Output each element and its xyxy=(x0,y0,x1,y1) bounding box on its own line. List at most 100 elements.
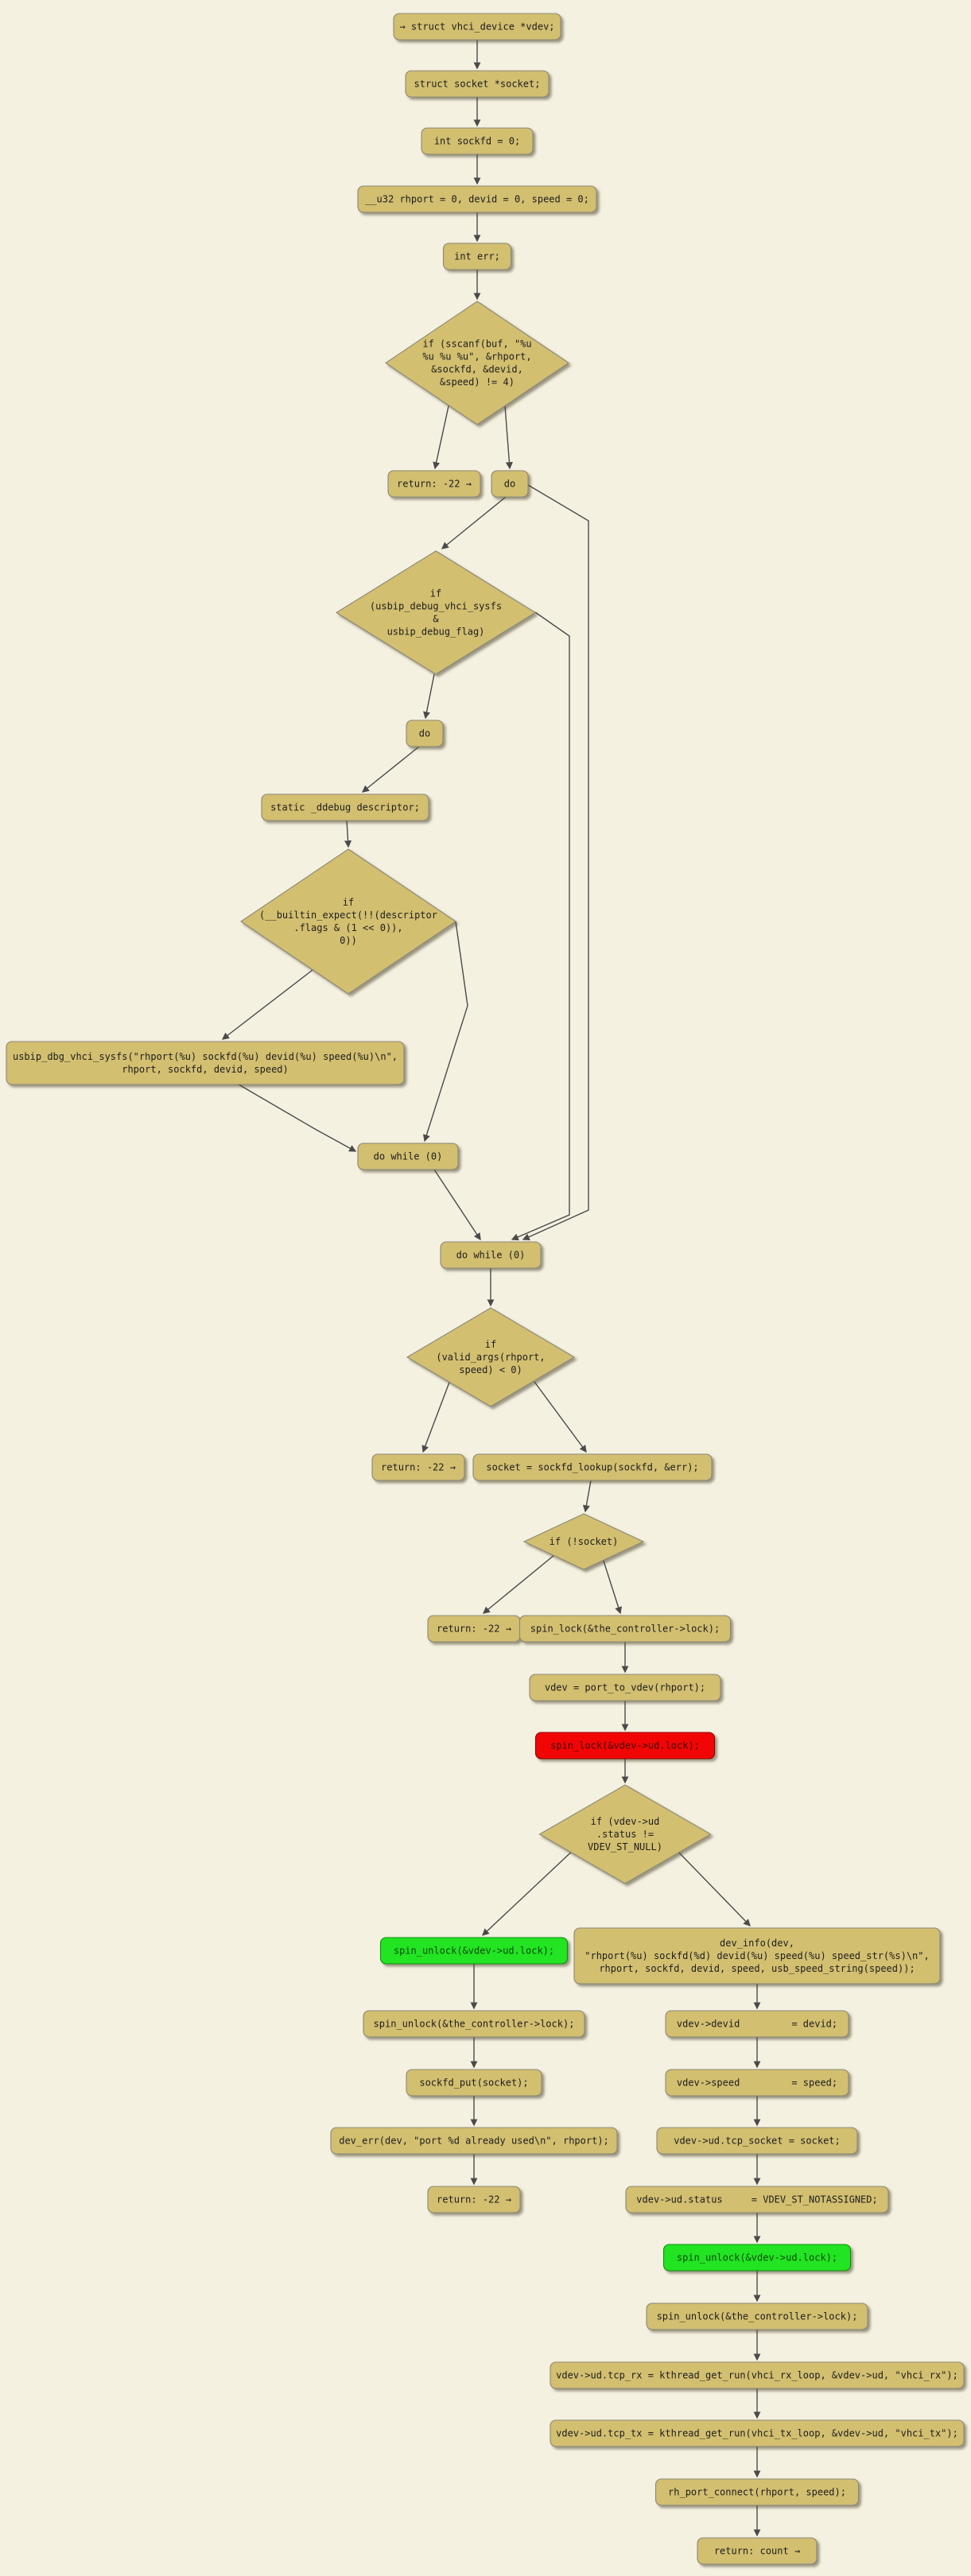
statement-shape xyxy=(379,1937,569,1965)
node-label: do xyxy=(504,479,515,490)
flow-node-do-while-inner: do while (0) xyxy=(357,1143,459,1170)
edges-layer xyxy=(221,40,761,2537)
statement-shape xyxy=(550,2419,965,2447)
flow-node-kthread-rx: vdev->ud.tcp_rx = kthread_get_run(vhci_r… xyxy=(550,2361,965,2389)
edge-do-outer--if-debug-flag xyxy=(441,496,507,549)
node-label: do while (0) xyxy=(456,1250,526,1261)
statement-shape xyxy=(357,1143,459,1170)
flow-node-call-dev-err: dev_err(dev, "port %d already used\n", r… xyxy=(330,2127,618,2155)
flow-node-do-inner: do xyxy=(406,720,444,747)
flow-node-kthread-tx: vdev->ud.tcp_tx = kthread_get_run(vhci_t… xyxy=(550,2419,965,2447)
statement-shape xyxy=(529,1674,721,1701)
node-label: usbip_dbg_vhci_sysfs("rhport(%u) sockfd(… xyxy=(13,1051,398,1075)
flow-node-decl-socket: struct socket *socket; xyxy=(405,70,550,98)
node-label: return: -22 → xyxy=(437,2194,511,2206)
flow-node-if-debug-flag: if(usbip_debug_vhci_sysfs&usbip_debug_fl… xyxy=(335,550,537,675)
node-label: vdev->ud.tcp_socket = socket; xyxy=(674,2136,841,2147)
node-label: → struct vhci_device *vdev; xyxy=(399,21,554,33)
statement-shape xyxy=(665,2069,849,2097)
flow-node-spin-lock-controller: spin_lock(&the_controller->lock); xyxy=(519,1615,732,1643)
edge-if-valid-args--return-einval-2 xyxy=(421,1379,451,1453)
edge-do-inner--static-ddebug xyxy=(361,746,420,793)
node-label: vdev->ud.tcp_tx = kthread_get_run(vhci_t… xyxy=(556,2428,958,2439)
flow-node-static-ddebug: static _ddebug descriptor; xyxy=(261,793,429,821)
flow-node-if-valid-args: if(valid_args(rhport,speed) < 0) xyxy=(406,1307,576,1407)
flow-node-assign-status: vdev->ud.status = VDEV_ST_NOTASSIGNED; xyxy=(625,2186,889,2213)
statement-shape xyxy=(442,242,512,270)
flow-node-if-builtin-expect: if(__builtin_expect(!!(descriptor.flags … xyxy=(240,848,456,995)
node-label: dev_err(dev, "port %d already used\n", r… xyxy=(339,2136,609,2147)
edge-if-valid-args--call-sockfd-lookup xyxy=(534,1381,587,1453)
statement-shape xyxy=(654,2478,860,2506)
node-label: vdev->speed = speed; xyxy=(677,2077,837,2089)
node-label: if(__builtin_expect(!!(descriptor.flags … xyxy=(259,897,437,946)
decision-shape xyxy=(335,550,537,675)
edge-if-status-not-null--call-dev-info xyxy=(671,1845,751,1926)
flow-node-do-while-outer: do while (0) xyxy=(440,1241,542,1269)
decision-shape xyxy=(385,301,569,425)
edge-if-not-socket--return-einval-3 xyxy=(482,1550,560,1614)
statement-shape xyxy=(6,1041,405,1085)
node-label: spin_lock(&the_controller->lock); xyxy=(530,1624,720,1635)
node-label: spin_lock(&vdev->ud.lock); xyxy=(550,1740,700,1752)
statement-shape xyxy=(491,470,529,498)
decision-shape xyxy=(538,1784,712,1884)
decision-shape xyxy=(522,1513,645,1570)
flow-node-if-not-socket: if (!socket) xyxy=(522,1513,645,1570)
node-label: dev_info(dev,"rhport(%u) sockfd(%d) devi… xyxy=(585,1938,929,1974)
statement-shape xyxy=(625,2186,889,2213)
flow-node-call-sockfd-lookup: socket = sockfd_lookup(sockfd, &err); xyxy=(472,1453,713,1481)
node-label: spin_unlock(&the_controller->lock); xyxy=(657,2311,858,2322)
flow-node-return-einval-2: return: -22 → xyxy=(371,1453,465,1481)
node-label: return: count → xyxy=(714,2546,800,2557)
statement-shape xyxy=(261,793,429,821)
flow-node-spin-lock-ud: spin_lock(&vdev->ud.lock); xyxy=(534,1732,716,1759)
flow-node-assign-speed: vdev->speed = speed; xyxy=(665,2069,849,2097)
flow-node-spin-unlock-ud-ok: spin_unlock(&vdev->ud.lock); xyxy=(662,2244,852,2271)
flow-node-spin-unlock-controller-err: spin_unlock(&the_controller->lock); xyxy=(363,2010,585,2038)
flow-node-assign-tcp-socket: vdev->ud.tcp_socket = socket; xyxy=(656,2127,858,2155)
statement-shape xyxy=(406,2069,542,2097)
node-label: static _ddebug descriptor; xyxy=(270,802,420,813)
edge-if-debug-flag--do-inner xyxy=(423,673,435,720)
edge-if-builtin-expect--do-while-inner xyxy=(423,921,468,1143)
flow-node-decl-rhport: __u32 rhport = 0, devid = 0, speed = 0; xyxy=(357,185,597,213)
flow-node-if-sscanf: if (sscanf(buf, "%u%u %u %u", &rhport,&s… xyxy=(385,301,569,425)
edge-do-outer--do-while-outer xyxy=(522,484,589,1240)
node-label: socket = sockfd_lookup(sockfd, &err); xyxy=(486,1462,698,1473)
flow-node-return-einval-3: return: -22 → xyxy=(427,1615,521,1643)
flow-node-assign-devid: vdev->devid = devid; xyxy=(665,2010,849,2038)
statement-shape xyxy=(357,185,597,213)
statement-shape xyxy=(405,70,550,98)
statement-shape xyxy=(656,2127,858,2155)
flow-node-assign-vdev: vdev = port_to_vdev(rhport); xyxy=(529,1674,721,1701)
node-label: vdev->ud.status = VDEV_ST_NOTASSIGNED; xyxy=(636,2194,877,2206)
node-label: rh_port_connect(rhport, speed); xyxy=(668,2487,846,2498)
edge-call-sockfd-lookup--if-not-socket xyxy=(582,1480,592,1513)
node-label: int err; xyxy=(454,251,500,262)
flow-node-return-einval-1: return: -22 → xyxy=(387,470,481,498)
statement-shape xyxy=(646,2302,868,2330)
flow-node-call-dev-info: dev_info(dev,"rhport(%u) sockfd(%d) devi… xyxy=(573,1927,941,1984)
flow-node-return-count: return: count → xyxy=(697,2537,818,2565)
flow-node-if-status-not-null: if (vdev->ud.status !=VDEV_ST_NULL) xyxy=(538,1784,712,1884)
decision-shape xyxy=(406,1307,576,1407)
flow-node-call-usbip-dbg: usbip_dbg_vhci_sysfs("rhport(%u) sockfd(… xyxy=(6,1041,405,1085)
node-label: sockfd_put(socket); xyxy=(419,2077,528,2089)
flow-node-call-rh-port-connect: rh_port_connect(rhport, speed); xyxy=(654,2478,860,2506)
flow-node-spin-unlock-ud-err: spin_unlock(&vdev->ud.lock); xyxy=(379,1937,569,1965)
node-label: do xyxy=(419,728,430,739)
node-label: return: -22 → xyxy=(381,1462,456,1473)
statement-shape xyxy=(330,2127,618,2155)
node-label: do while (0) xyxy=(374,1151,443,1162)
node-label: if (vdev->ud.status !=VDEV_ST_NULL) xyxy=(588,1816,662,1852)
statement-shape xyxy=(697,2537,818,2565)
edge-if-builtin-expect--call-usbip-dbg xyxy=(221,969,313,1040)
statement-shape xyxy=(371,1453,465,1481)
node-label: if(valid_args(rhport,speed) < 0) xyxy=(436,1339,545,1375)
edge-call-usbip-dbg--do-while-inner xyxy=(238,1084,357,1152)
node-label: struct socket *socket; xyxy=(414,79,541,90)
statement-shape xyxy=(363,2010,585,2038)
